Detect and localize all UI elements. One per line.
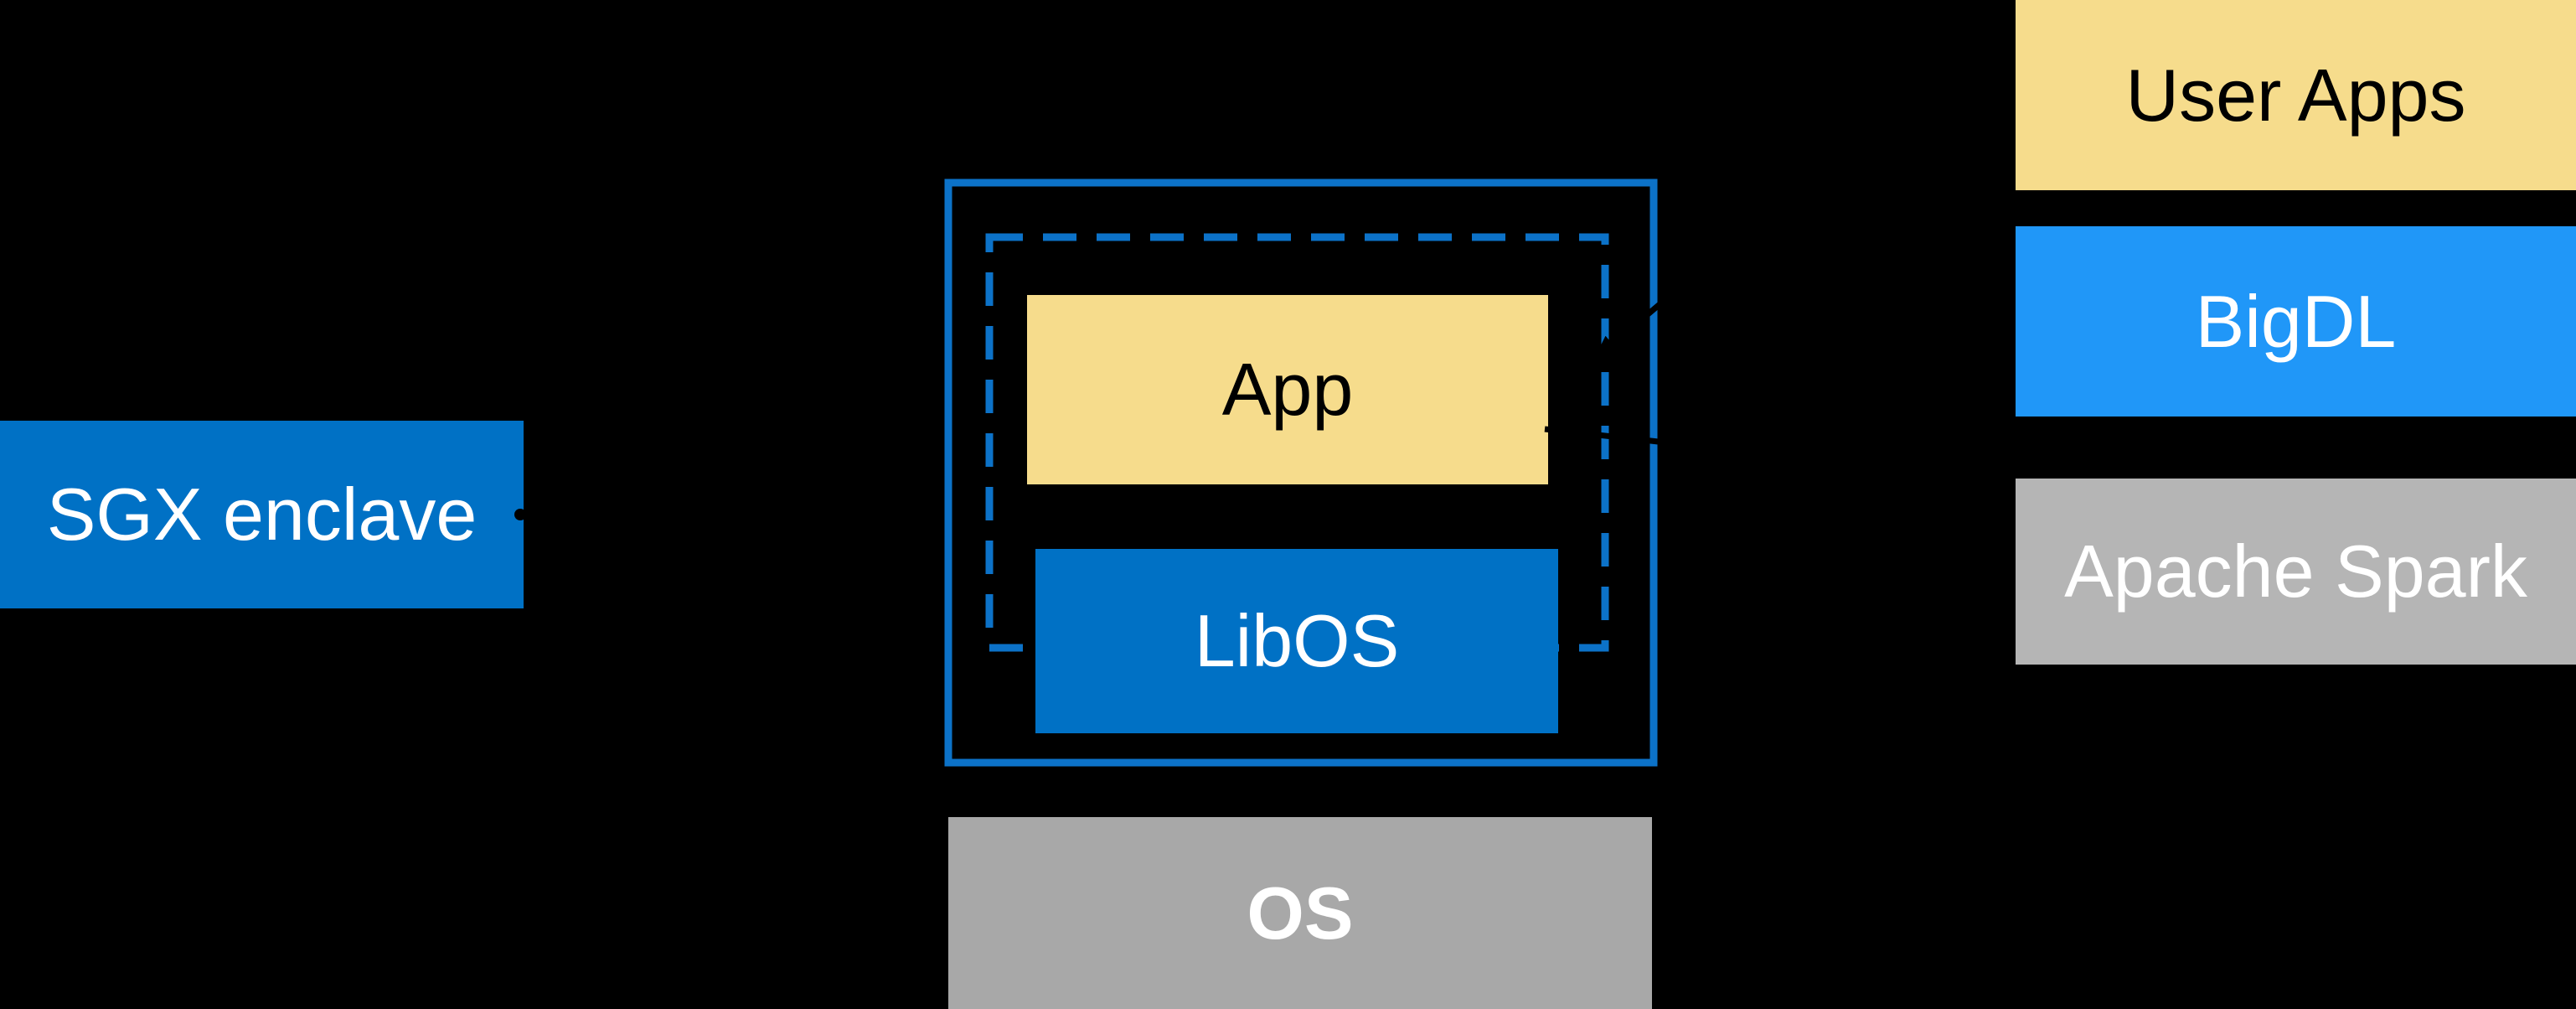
arrow-to-app-icon bbox=[1544, 421, 1810, 462]
apache-spark-box: Apache Spark bbox=[2016, 479, 2576, 665]
user-apps-label: User Apps bbox=[2125, 53, 2466, 137]
bigdl-box: BigDL bbox=[2016, 226, 2576, 417]
app-label: App bbox=[1221, 348, 1354, 431]
app-box: App bbox=[1027, 295, 1548, 484]
bigdl-label: BigDL bbox=[2195, 279, 2397, 363]
libos-label: LibOS bbox=[1194, 599, 1400, 682]
os-box: OS bbox=[948, 817, 1652, 1009]
libos-box: LibOS bbox=[1035, 549, 1558, 733]
apache-spark-label: Apache Spark bbox=[2064, 530, 2527, 613]
os-label: OS bbox=[1247, 871, 1354, 955]
sgx-enclave-label: SGX enclave bbox=[46, 473, 478, 556]
arrow-to-dashed-boundary-icon bbox=[1591, 175, 1812, 363]
user-apps-box: User Apps bbox=[2016, 0, 2576, 190]
sgx-enclave-box: SGX enclave bbox=[0, 421, 524, 608]
